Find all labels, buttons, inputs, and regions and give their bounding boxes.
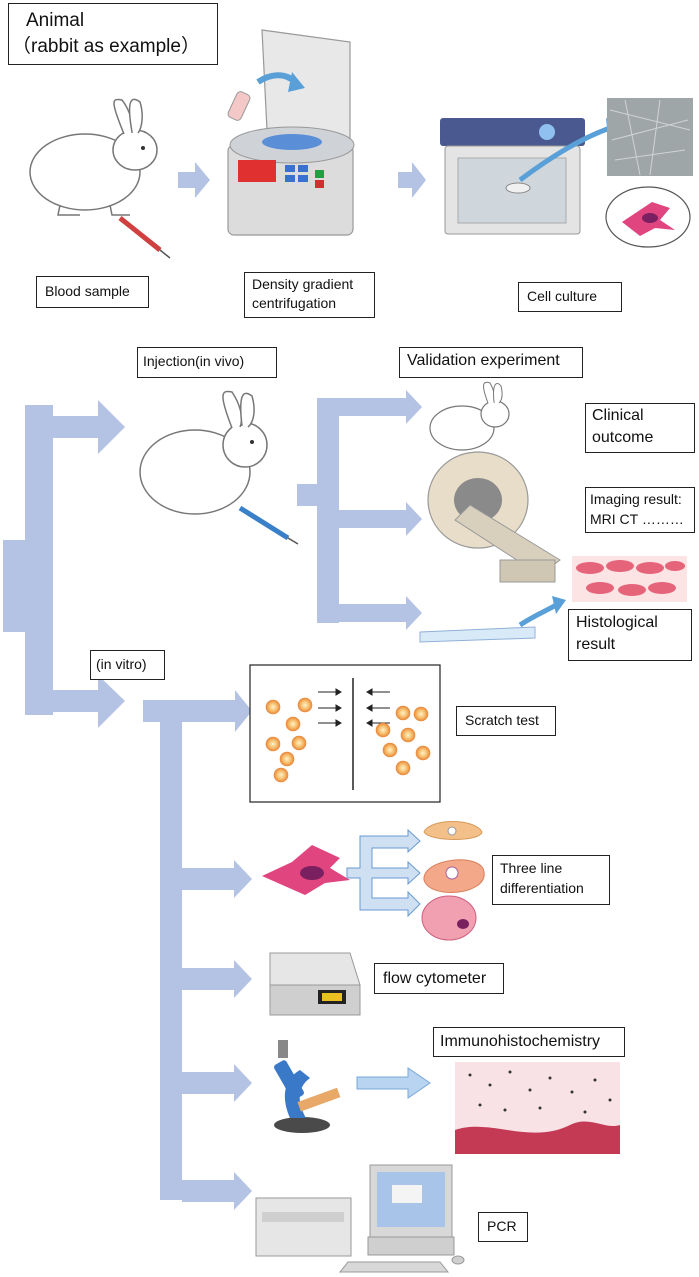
validation-branch-arrow — [297, 390, 422, 630]
mri-scanner-icon — [427, 451, 561, 583]
three-line-box — [492, 855, 610, 905]
injection-box — [137, 347, 277, 378]
density-label-line1: Density gradient — [252, 276, 354, 292]
clinical-label-line1: Clinical — [592, 407, 644, 424]
in-vitro-label: (in vitro) — [96, 656, 147, 672]
density-box — [244, 272, 375, 318]
ihc-micrograph-icon — [455, 1062, 620, 1154]
rabbit-blood-sample-icon — [29, 98, 171, 259]
rabbit-injection-icon — [139, 390, 299, 545]
flow-arrow-1 — [178, 162, 210, 198]
imaging-label-line1: Imaging result: — [590, 491, 682, 507]
title-box — [8, 3, 218, 65]
rabbit-clinical-icon — [429, 381, 510, 451]
cell-micrograph-icon — [607, 98, 693, 176]
flow-cytometer-label: flow cytometer — [383, 970, 487, 987]
scratch-test-figure — [249, 664, 441, 803]
blood-sample-label: Blood sample — [45, 283, 130, 299]
histology-slide-icon — [419, 556, 687, 643]
three-line-label-line1: Three line — [500, 860, 563, 876]
clinical-label-line2: outcome — [592, 429, 654, 446]
immuno-label: Immunohistochemistry — [440, 1033, 601, 1050]
cell-culture-label: Cell culture — [527, 288, 598, 304]
imaging-box — [585, 487, 695, 533]
stem-cell-icon — [605, 186, 691, 248]
scratch-box — [456, 706, 556, 736]
density-label-line2: centrifugation — [252, 295, 337, 311]
cell-culture-box — [518, 282, 622, 312]
microscope-icon — [274, 1040, 341, 1133]
scratch-label: Scratch test — [465, 712, 539, 728]
in-vitro-branch-arrow — [143, 690, 252, 1210]
pcr-box — [478, 1212, 528, 1242]
msc-differentiation-figure — [262, 821, 485, 941]
flow-arrow-2 — [398, 162, 426, 198]
flow-cytometer-box — [374, 963, 504, 994]
incubator-icon — [440, 118, 622, 235]
flow-cytometer-icon — [269, 952, 361, 1016]
immuno-box — [433, 1027, 625, 1057]
pcr-machine-icon — [255, 1164, 465, 1273]
validation-label: Validation experiment — [407, 352, 560, 369]
pcr-label: PCR — [487, 1218, 517, 1234]
title-line1: Animal — [26, 10, 85, 31]
imaging-label-line2: MRI CT ……… — [590, 511, 684, 527]
centrifuge-icon — [227, 29, 355, 236]
injection-label: Injection(in vivo) — [143, 353, 245, 369]
main-branch-arrow — [3, 400, 125, 728]
blood-sample-box — [36, 276, 149, 308]
ihc-arrow — [356, 1067, 431, 1099]
validation-box — [399, 347, 583, 378]
clinical-box — [585, 403, 695, 453]
histological-box — [568, 609, 692, 661]
in-vitro-box — [90, 650, 165, 680]
histological-label-line2: result — [576, 636, 616, 653]
histological-label-line1: Histological — [576, 614, 658, 631]
three-line-label-line2: differentiation — [500, 880, 584, 896]
title-line2: （rabbit as example） — [12, 36, 200, 57]
